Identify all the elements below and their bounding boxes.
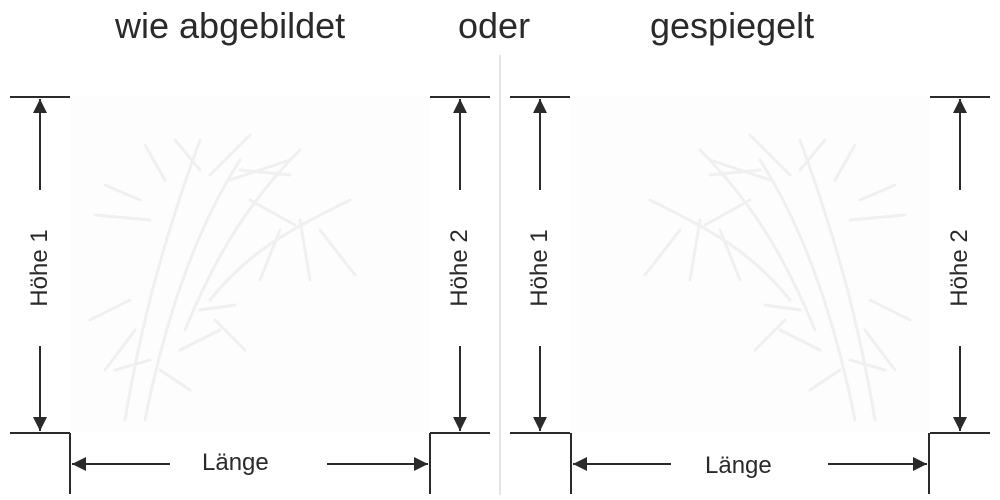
label-length-mirrored: Länge — [705, 452, 772, 479]
heading-as-shown: wie abgebildet — [115, 5, 346, 46]
panel-divider — [499, 55, 501, 495]
label-height-1-mirrored: Höhe 1 — [526, 229, 553, 307]
panel-mirrored-area — [571, 97, 929, 433]
bamboo-watermark-mirrored-icon — [643, 133, 912, 422]
label-height-1-as-shown: Höhe 1 — [26, 229, 53, 307]
heading-or: oder — [458, 5, 531, 46]
label-height-2-as-shown: Höhe 2 — [446, 229, 473, 307]
heading-mirrored: gespiegelt — [650, 5, 815, 46]
bamboo-watermark-icon — [88, 133, 357, 422]
panel-as-shown-area — [70, 97, 430, 433]
label-length-as-shown: Länge — [202, 449, 269, 476]
label-height-2-mirrored: Höhe 2 — [946, 229, 973, 307]
